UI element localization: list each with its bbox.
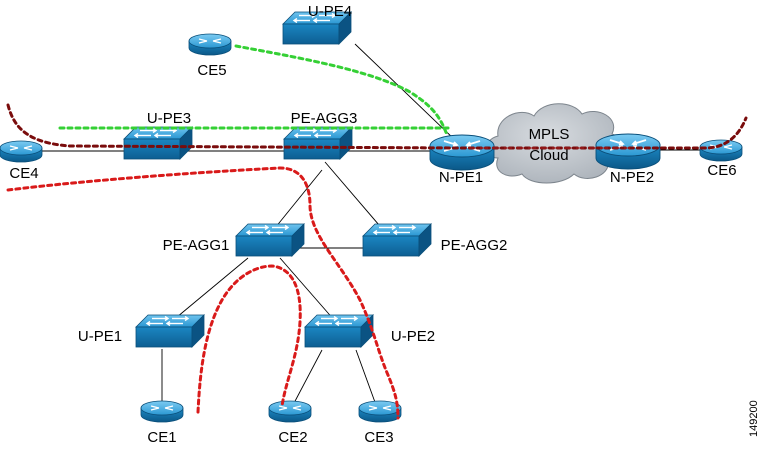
figure-id: 149200 xyxy=(748,400,760,437)
switch-icon-pe-agg3 xyxy=(283,126,353,160)
label-pe-agg1: PE-AGG1 xyxy=(163,237,230,254)
router-icon-ce6 xyxy=(699,139,743,162)
red-path-ce3 xyxy=(6,166,400,420)
switch-icon-pe-agg1 xyxy=(235,223,305,257)
label-ce1: CE1 xyxy=(147,429,176,446)
link-upe2-ce2 xyxy=(292,349,323,406)
mpls-cloud-label-line1: MPLS xyxy=(529,126,570,143)
router-icon-ce2 xyxy=(268,400,312,423)
link-upe2-ce3 xyxy=(355,349,377,406)
label-ce2: CE2 xyxy=(278,429,307,446)
router-icon-n-pe1 xyxy=(429,134,495,171)
router-icon-ce1 xyxy=(140,400,184,423)
router-icon-ce4 xyxy=(0,140,43,163)
label-ce4: CE4 xyxy=(9,165,38,182)
router-icon-ce3 xyxy=(358,400,402,423)
mpls-cloud-label-line2: Cloud xyxy=(529,147,568,164)
link-peagg3-peagg1 xyxy=(274,169,323,229)
darkred-path-ce4-ce6 xyxy=(6,103,748,150)
label-n-pe2: N-PE2 xyxy=(610,169,654,186)
label-u-pe2: U-PE2 xyxy=(391,328,435,345)
label-u-pe4: U-PE4 xyxy=(308,3,352,20)
node-labels: U-PE4 CE5 U-PE3 PE-AGG3 CE4 N-PE1 N-PE2 … xyxy=(9,3,760,446)
green-path-ce5 xyxy=(234,44,449,137)
label-ce6: CE6 xyxy=(707,162,736,179)
label-u-pe3: U-PE3 xyxy=(147,110,191,127)
red-path-ce1-ce2 xyxy=(196,264,302,414)
router-icon-n-pe2 xyxy=(595,133,661,170)
mpls-cloud: MPLS Cloud xyxy=(486,103,622,184)
label-ce5: CE5 xyxy=(197,62,226,79)
link-peagg1-upe2 xyxy=(279,257,336,322)
switch-icon-pe-agg2 xyxy=(362,223,432,257)
label-ce3: CE3 xyxy=(364,429,393,446)
link-upe4-npe1 xyxy=(354,43,456,141)
label-pe-agg3: PE-AGG3 xyxy=(291,110,358,127)
switch-icon-u-pe2 xyxy=(304,314,374,348)
service-paths xyxy=(6,44,748,420)
switch-icon-u-pe1 xyxy=(135,314,205,348)
label-u-pe1: U-PE1 xyxy=(78,328,122,345)
router-icon-ce5 xyxy=(188,33,232,56)
switch-icon-u-pe3 xyxy=(123,126,193,160)
links xyxy=(40,43,705,406)
link-peagg3-peagg2 xyxy=(324,161,386,233)
label-pe-agg2: PE-AGG2 xyxy=(441,237,508,254)
label-n-pe1: N-PE1 xyxy=(439,169,483,186)
